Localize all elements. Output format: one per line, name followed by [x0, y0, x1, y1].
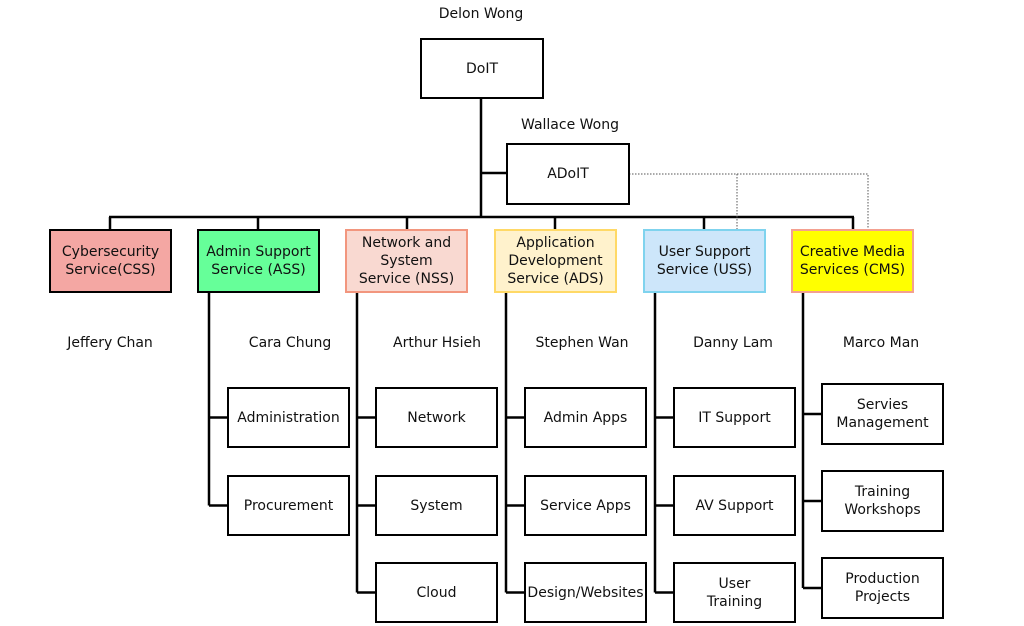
unit-box: Network: [375, 387, 498, 448]
unit-box: Procurement: [227, 475, 350, 536]
unit-box: Training Workshops: [821, 470, 944, 532]
unit-box: Cloud: [375, 562, 498, 623]
department-box: Admin Support Service (ASS): [197, 229, 320, 293]
department-head-name: Stephen Wan: [535, 335, 629, 351]
unit-box: Design/Websites: [524, 562, 647, 623]
department-box: Network and System Service (NSS): [345, 229, 468, 293]
department-box: Cybersecurity Service(CSS): [49, 229, 172, 293]
deputy-head-name: Wallace Wong: [521, 117, 619, 133]
unit-box: Servies Management: [821, 383, 944, 445]
unit-box: Administration: [227, 387, 350, 448]
department-head-name: Arthur Hsieh: [393, 335, 481, 351]
unit-box: Admin Apps: [524, 387, 647, 448]
unit-box: User Training: [673, 562, 796, 623]
unit-box: IT Support: [673, 387, 796, 448]
department-head-name: Danny Lam: [693, 335, 773, 351]
department-box: Creative Media Services (CMS): [791, 229, 914, 293]
doit-box: DoIT: [420, 38, 544, 99]
unit-box: Production Projects: [821, 557, 944, 619]
top-head-name: Delon Wong: [438, 6, 524, 22]
unit-box: Service Apps: [524, 475, 647, 536]
unit-box: System: [375, 475, 498, 536]
department-box: Application Development Service (ADS): [494, 229, 617, 293]
department-head-name: Cara Chung: [248, 335, 332, 351]
department-head-name: Marco Man: [842, 335, 920, 351]
department-head-name: Jeffery Chan: [67, 335, 153, 351]
adoit-box: ADoIT: [506, 143, 630, 205]
department-box: User Support Service (USS): [643, 229, 766, 293]
unit-box: AV Support: [673, 475, 796, 536]
